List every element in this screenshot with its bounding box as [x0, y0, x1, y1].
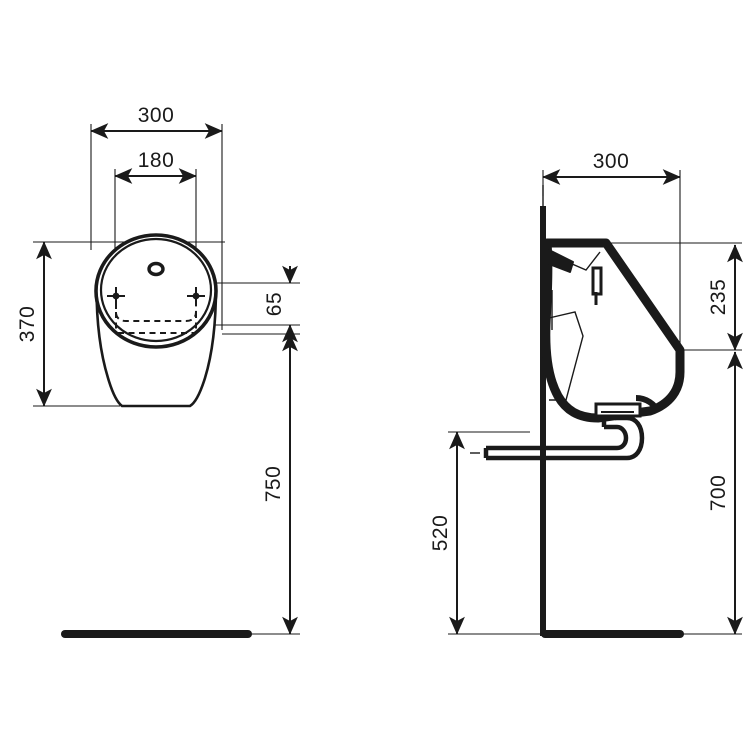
dim-label-front-width: 300	[138, 104, 175, 127]
inlet-spreader-body	[548, 249, 574, 273]
dim-label-side-outlet: 520	[429, 515, 452, 552]
side-inlet-fitting	[548, 249, 603, 305]
front-rim-inner-ellipse	[99, 237, 213, 343]
front-view: 300 180 370 65 750	[16, 104, 300, 638]
dimension-front-height-370: 370	[16, 241, 52, 407]
dimension-front-width-300: 300	[90, 104, 223, 139]
outlet-shoulder	[635, 395, 661, 414]
fixing-point-left	[107, 287, 125, 305]
dimension-front-floor-750: 750	[262, 333, 298, 635]
dimension-front-offset-65: 65	[263, 265, 298, 343]
dim-label-front-fixing: 180	[138, 149, 175, 172]
side-outlet-trap	[594, 395, 661, 418]
side-bowl-outer-profile	[541, 238, 685, 423]
dim-label-front-height: 370	[16, 306, 39, 343]
dimension-front-fixing-180: 180	[114, 149, 197, 184]
front-hidden-outline	[115, 303, 197, 334]
dimension-side-projection-300: 300	[542, 150, 681, 185]
dim-label-front-offset: 65	[263, 292, 286, 316]
bowl-inner-wall	[548, 311, 584, 401]
side-drain-pipe-assembly	[470, 415, 645, 461]
dimension-side-floor-700: 700	[707, 351, 743, 635]
dim-label-side-height: 235	[707, 279, 730, 316]
side-view: 300 235 700 520	[429, 150, 743, 638]
front-fixing-points	[107, 287, 205, 305]
trap-bend-inner	[498, 424, 629, 451]
fixing-point-right	[187, 287, 205, 305]
dim-label-front-floor: 750	[262, 466, 285, 503]
front-inlet-hole	[147, 261, 165, 277]
inlet-bracket	[591, 266, 603, 296]
dimension-side-outlet-520: 520	[429, 431, 465, 635]
dimension-side-height-235: 235	[707, 244, 743, 351]
dim-label-side-floor: 700	[707, 475, 730, 512]
outlet-collar	[594, 402, 642, 418]
dim-label-side-projection: 300	[593, 150, 630, 173]
trap-bend-outer	[498, 415, 645, 461]
